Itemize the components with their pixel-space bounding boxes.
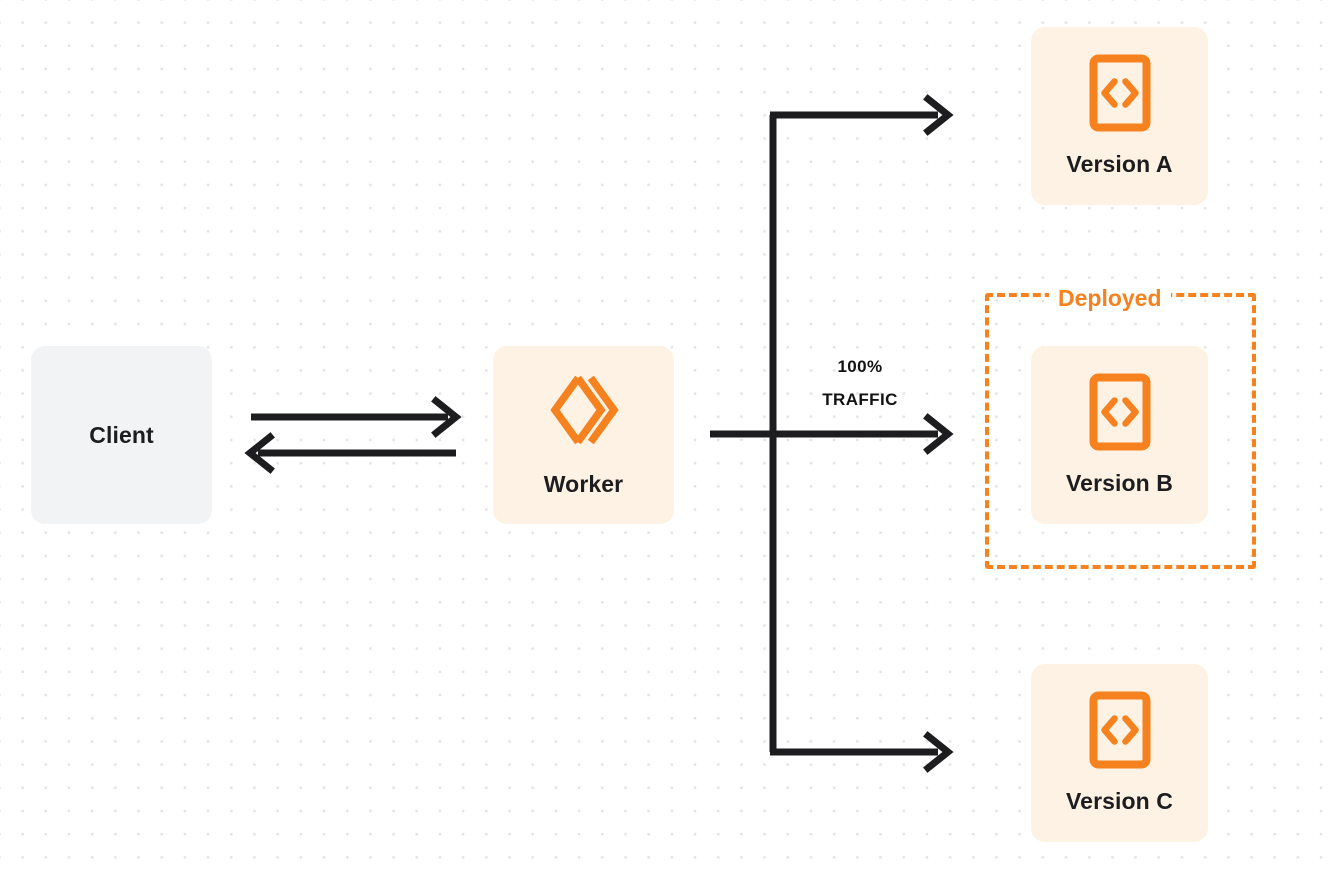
node-client[interactable]: Client bbox=[31, 346, 212, 524]
node-worker-label: Worker bbox=[543, 471, 624, 497]
node-version-b-label: Version B bbox=[1066, 470, 1173, 496]
deployed-group-label: Deployed bbox=[1049, 283, 1171, 313]
node-worker[interactable]: Worker bbox=[493, 346, 674, 524]
code-brackets-icon bbox=[1089, 691, 1151, 774]
node-version-a-label: Version A bbox=[1066, 151, 1173, 177]
node-version-c-label: Version C bbox=[1066, 788, 1173, 814]
code-brackets-icon bbox=[1089, 373, 1151, 456]
edge-to-version-c bbox=[770, 731, 954, 773]
code-brackets-icon bbox=[1089, 54, 1151, 137]
node-version-a[interactable]: Version A bbox=[1031, 27, 1208, 205]
node-version-b[interactable]: Version B bbox=[1031, 346, 1208, 524]
edge-client-to-worker bbox=[251, 396, 462, 438]
node-version-c[interactable]: Version C bbox=[1031, 664, 1208, 842]
edge-to-version-b bbox=[710, 413, 954, 455]
edge-to-version-a bbox=[770, 94, 954, 136]
traffic-percent: 100% bbox=[837, 357, 883, 376]
edge-worker-to-client bbox=[244, 432, 456, 474]
traffic-label: 100% TRAFFIC bbox=[795, 350, 925, 416]
node-client-label: Client bbox=[89, 421, 154, 448]
traffic-word: TRAFFIC bbox=[822, 390, 898, 409]
cloudflare-workers-logo-icon bbox=[546, 372, 622, 453]
